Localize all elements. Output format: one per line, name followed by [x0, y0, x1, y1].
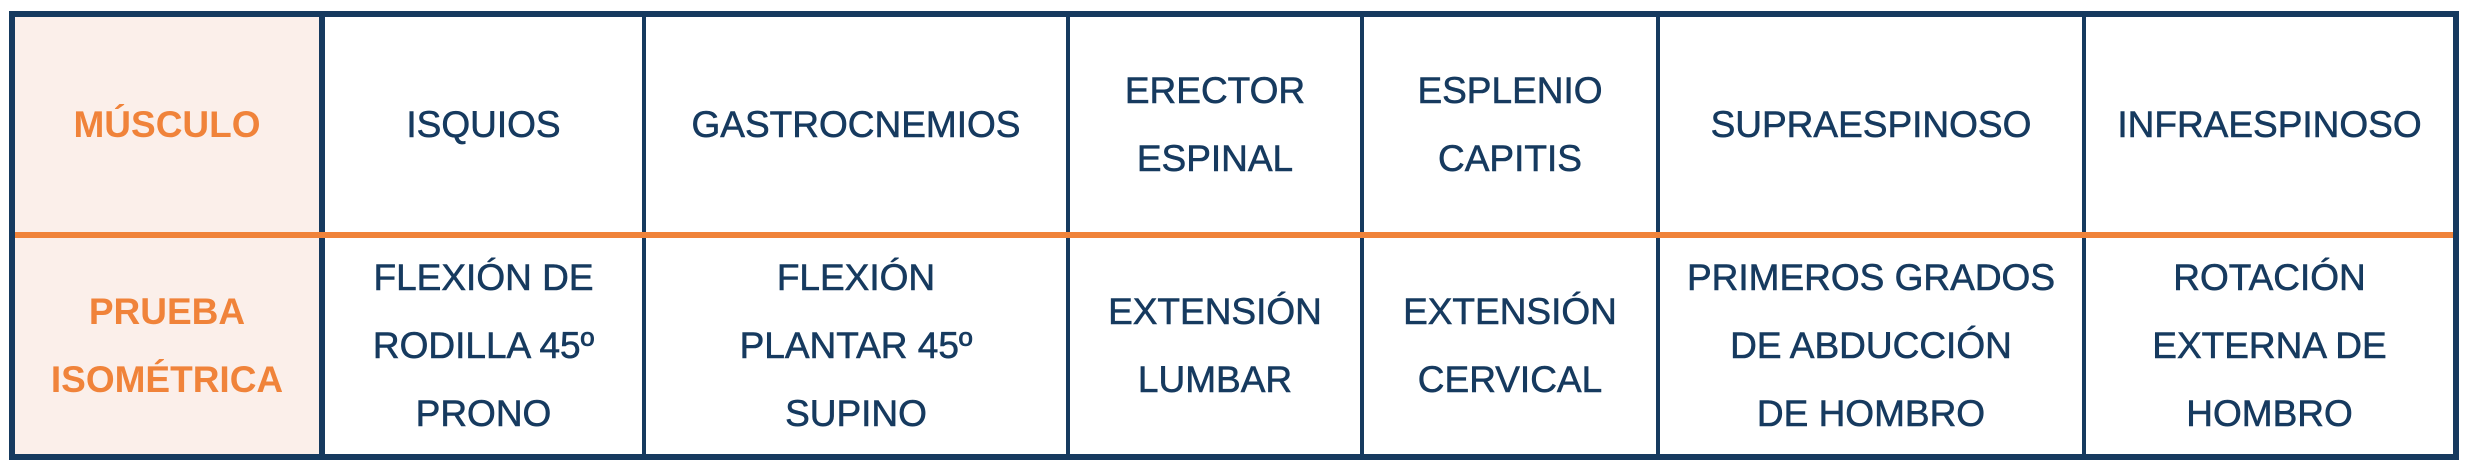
muscle-cell-infraespinoso: INFRAESPINOSO: [2117, 103, 2422, 145]
muscle-cell-isquios: ISQUIOS: [325, 17, 646, 232]
test-cell-erector-espinal: EXTENSIÓN LUMBAR: [1070, 238, 1364, 454]
row-label-test: PRUEBA ISOMÉTRICA: [15, 238, 325, 454]
test-cell-esplenio-capitis: EXTENSIÓN CERVICAL: [1364, 238, 1660, 454]
muscle-cell-supraespinoso: SUPRAESPINOSO: [1660, 17, 2086, 232]
row-label-muscle: MÚSCULO: [15, 17, 325, 232]
test-cell-isquios: FLEXIÓN DE RODILLA 45º PRONO: [325, 238, 646, 454]
row-divider: [15, 232, 2453, 238]
test-cell-infraespinoso: ROTACIÓN EXTERNA DE HOMBRO: [2152, 257, 2387, 435]
test-cell-supraespinoso: PRIMEROS GRADOS DE ABDUCCIÓN DE HOMBRO: [1660, 238, 2086, 454]
muscle-test-table: MÚSCULO ISQUIOS GASTROCNEMIOS ERECTOR ES…: [9, 11, 2459, 460]
muscle-cell-erector-espinal: ERECTOR ESPINAL: [1070, 17, 1364, 232]
muscle-cell-esplenio-capitis: ESPLENIO CAPITIS: [1364, 17, 1660, 232]
test-row: PRUEBA ISOMÉTRICA FLEXIÓN DE RODILLA 45º…: [15, 238, 2453, 454]
test-cell-gastrocnemios: FLEXIÓN PLANTAR 45º SUPINO: [646, 238, 1070, 454]
muscle-cell-gastrocnemios: GASTROCNEMIOS: [646, 17, 1070, 232]
muscle-row: MÚSCULO ISQUIOS GASTROCNEMIOS ERECTOR ES…: [15, 17, 2453, 232]
